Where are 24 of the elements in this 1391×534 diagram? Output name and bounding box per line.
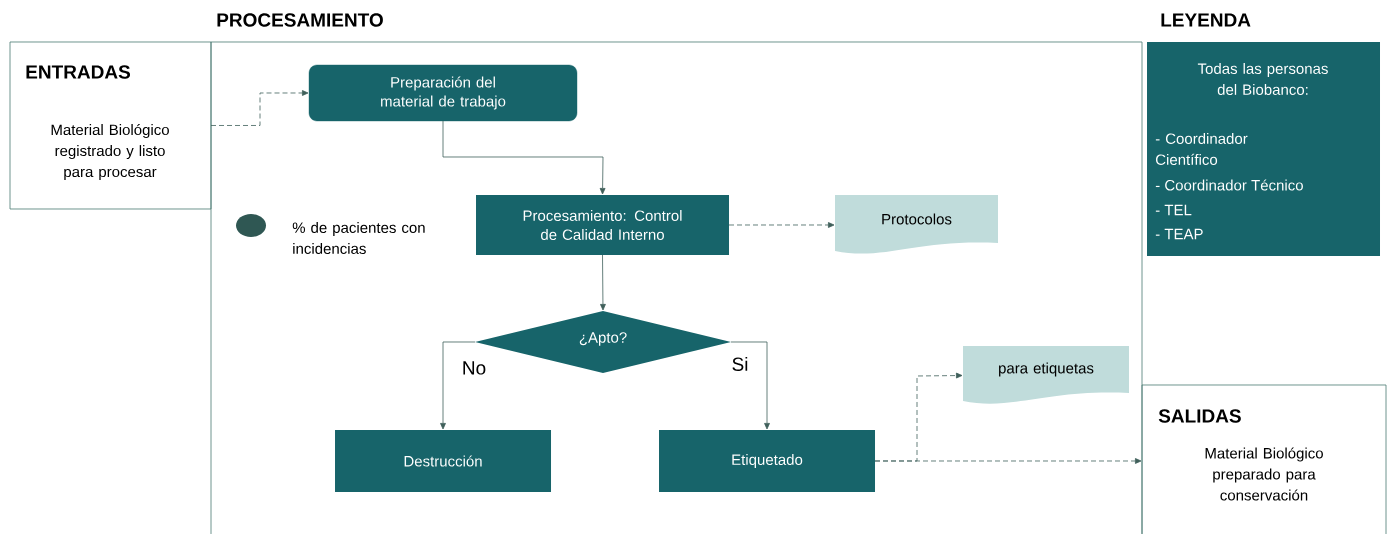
list-item: - TEAP (1155, 228, 1203, 240)
process-box: Procesamiento: Control de Calidad Interno (476, 195, 729, 255)
process-box: Destrucción (335, 430, 551, 492)
arrow (440, 341, 476, 430)
arrow (442, 120, 606, 195)
section-heading: SALIDAS (1158, 409, 1241, 423)
section-heading: PROCESAMIENTO (217, 13, 383, 27)
arrow (874, 458, 1142, 464)
process-box: Preparación del material de trabajo (308, 64, 578, 122)
list-item: - TEL (1155, 204, 1192, 216)
arrow (728, 222, 835, 228)
process-box: Etiquetado (659, 430, 875, 492)
arrow (600, 254, 606, 311)
arrow (210, 90, 309, 126)
list-item: - Coordinador Científico (1155, 133, 1248, 165)
description-text: Material Biológico registrado y listo para procesar (51, 123, 169, 181)
arrow (730, 341, 770, 430)
section-heading: LEYENDA (1161, 13, 1251, 27)
section-heading: ENTRADAS (26, 65, 130, 79)
description-text: Todas las personas del Biobanco: (1197, 63, 1328, 95)
description-text: Material Biológico preparado para conservación (1205, 447, 1323, 501)
edge-label: Si (730, 356, 750, 372)
list-item: - Coordinador Técnico (1155, 179, 1303, 191)
indicator-label: % de pacientes con incidencias (292, 222, 425, 254)
